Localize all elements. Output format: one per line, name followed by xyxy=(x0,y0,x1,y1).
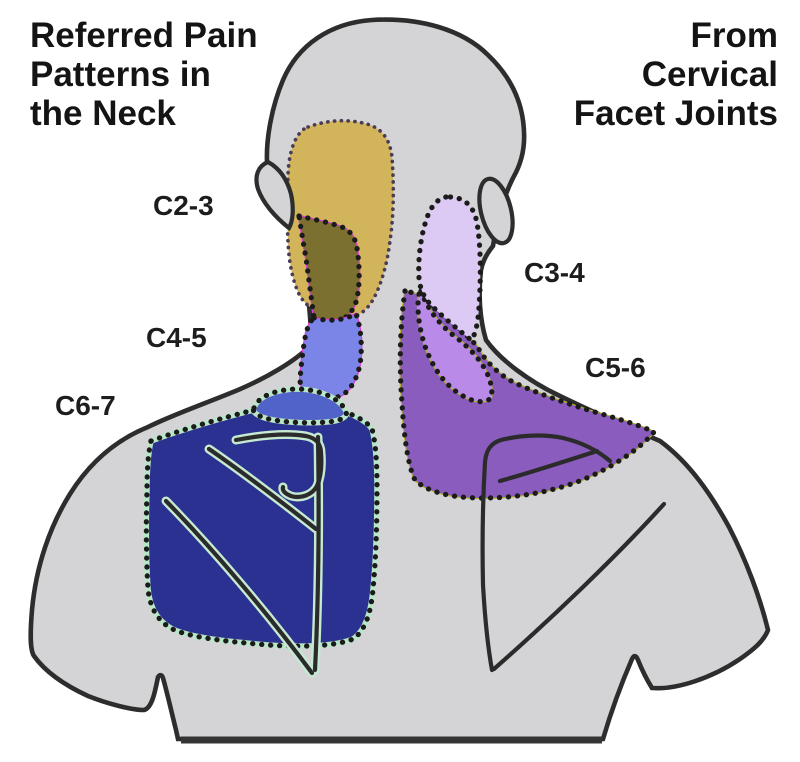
scapula-acromion-left xyxy=(206,446,319,532)
scapula-acromion-right xyxy=(497,448,600,484)
label-c3-4: C3-4 xyxy=(524,257,585,288)
left-ear xyxy=(254,159,295,232)
label-c2-3: C2-3 xyxy=(153,190,214,221)
scapula-medial-border-left xyxy=(312,434,321,673)
title-right-line1: From xyxy=(690,16,779,55)
scapula-lateral-border-left xyxy=(163,498,315,676)
label-c6-7: C6-7 xyxy=(55,390,116,421)
right-ear xyxy=(477,176,515,246)
title-right: From Cervical Facet Joints xyxy=(574,16,778,133)
label-c4-5: C4-5 xyxy=(146,322,207,353)
scapula-spine-left xyxy=(233,432,324,500)
label-c5-6: C5-6 xyxy=(585,352,646,383)
scapula-lines-right xyxy=(480,433,667,673)
scapula-lateral-border-right xyxy=(491,501,667,672)
title-left-line2: Patterns in xyxy=(30,55,211,94)
title-left-line3: the Neck xyxy=(30,94,176,133)
title-right-line3: Facet Joints xyxy=(573,94,778,133)
scapula-spine-right xyxy=(480,433,613,673)
title-right-line2: Cervical xyxy=(641,55,778,94)
title-left: Referred Pain Patterns in the Neck xyxy=(30,16,258,133)
title-left-line1: Referred Pain xyxy=(30,16,258,55)
scapula-lines-left xyxy=(161,430,326,678)
